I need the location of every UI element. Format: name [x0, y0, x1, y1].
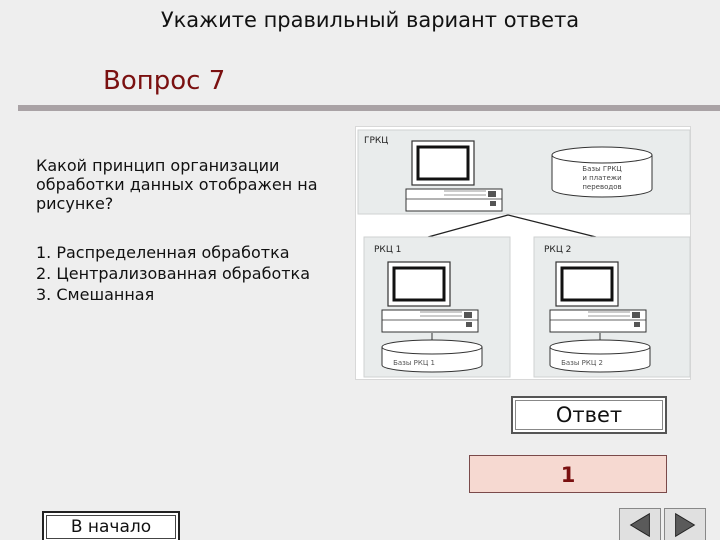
rkc1-label: РКЦ 1: [374, 245, 401, 255]
network-diagram: ГРКЦ Базы ГРКЦ и платежи переводов РКЦ 1…: [355, 126, 691, 380]
diagram-svg: ГРКЦ Базы ГРКЦ и платежи переводов РКЦ 1…: [357, 129, 691, 378]
header-title: Укажите правильный вариант ответа: [160, 8, 580, 32]
question-title: Вопрос 7: [103, 66, 226, 96]
connector-left: [427, 214, 509, 238]
option-1: 1. Распределенная обработка: [36, 243, 290, 262]
answer-button[interactable]: Ответ: [511, 396, 667, 434]
grkc-database-icon: [551, 146, 653, 198]
option-2: 2. Централизованная обработка: [36, 264, 311, 283]
triangle-right-icon: [675, 512, 696, 538]
prev-slide-button[interactable]: [619, 508, 661, 540]
triangle-left-icon: [629, 512, 650, 538]
rkc1-database-icon: [381, 339, 483, 373]
question-text: Какой принцип организации обработки данн…: [36, 156, 318, 213]
rkc2-database-icon: [549, 339, 651, 373]
answer-options: 1. Распределенная обработка 2. Централиз…: [36, 242, 310, 305]
answer-value: 1: [469, 455, 667, 493]
next-slide-button[interactable]: [664, 508, 706, 540]
grkc-db-label-2: и платежи: [582, 174, 621, 182]
grkc-db-label-1: Базы ГРКЦ: [582, 165, 622, 173]
option-3: 3. Смешанная: [36, 285, 155, 304]
rkc2-label: РКЦ 2: [544, 245, 571, 255]
grkc-label: ГРКЦ: [364, 136, 388, 146]
home-button[interactable]: В начало: [42, 511, 180, 540]
rkc2-db-label: Базы РКЦ 2: [561, 359, 603, 367]
title-divider: [18, 105, 720, 111]
grkc-db-label-3: переводов: [582, 183, 621, 191]
rkc1-db-label: Базы РКЦ 1: [393, 359, 435, 367]
connector-right: [507, 214, 597, 238]
